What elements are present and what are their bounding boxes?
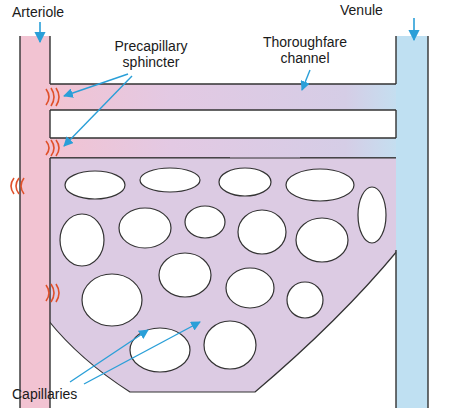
capillary-gaps <box>60 168 386 372</box>
part-label: Thoroughfare channel <box>250 34 360 66</box>
arteriole-wall <box>20 36 50 408</box>
channel-wall <box>48 138 398 158</box>
part-label: Precapillary sphincter <box>96 38 206 70</box>
vessel-label: Venule <box>340 2 400 18</box>
thoroughfare-channel <box>48 84 398 110</box>
arteriole-vessel <box>20 36 50 408</box>
precapillary-sphincter <box>11 88 59 302</box>
flow-arrow <box>39 22 41 42</box>
capillary-bed <box>48 158 398 392</box>
venule-vessel <box>396 36 428 408</box>
metarteriole-channel <box>48 138 398 158</box>
channel-wall <box>48 84 398 110</box>
venule-wall <box>396 36 428 408</box>
vessel-label: Arteriole <box>12 4 102 20</box>
leader-line <box>64 70 310 384</box>
flow-arrow <box>413 18 415 40</box>
part-label: Capillaries <box>12 386 112 402</box>
